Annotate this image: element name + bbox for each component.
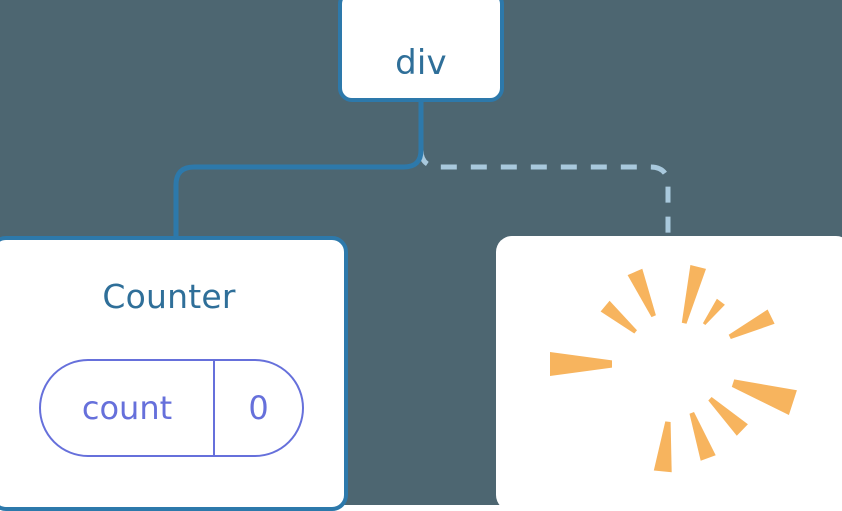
sparkle-ray-10 <box>653 421 672 473</box>
node-div-label: div <box>395 43 447 83</box>
node-counter[interactable]: Counter count 0 <box>0 236 348 511</box>
node-loading[interactable] <box>496 236 842 511</box>
sparkle-ray-2 <box>702 298 725 325</box>
sparkle-ray-1 <box>681 265 706 324</box>
state-pill-key: count <box>81 389 173 427</box>
node-div[interactable]: div <box>338 0 504 102</box>
root-to-loading-edge <box>418 149 671 238</box>
root-to-counter-edge <box>173 100 424 238</box>
state-pill-value: 0 <box>248 389 269 427</box>
state-pill-divider <box>213 361 215 455</box>
sparkle-burst-icon <box>550 265 797 473</box>
sparkle-ray-9 <box>689 412 716 461</box>
node-counter-label: Counter <box>102 277 236 316</box>
state-pill-count[interactable]: count 0 <box>39 359 304 457</box>
sparkle-ray-6 <box>550 352 612 376</box>
sparkle-ray-8 <box>708 397 748 436</box>
sparkle-ray-4 <box>627 268 656 318</box>
sparkle-ray-5 <box>600 300 637 334</box>
sparkle-ray-7 <box>731 379 797 415</box>
sparkle-ray-3 <box>728 309 775 339</box>
